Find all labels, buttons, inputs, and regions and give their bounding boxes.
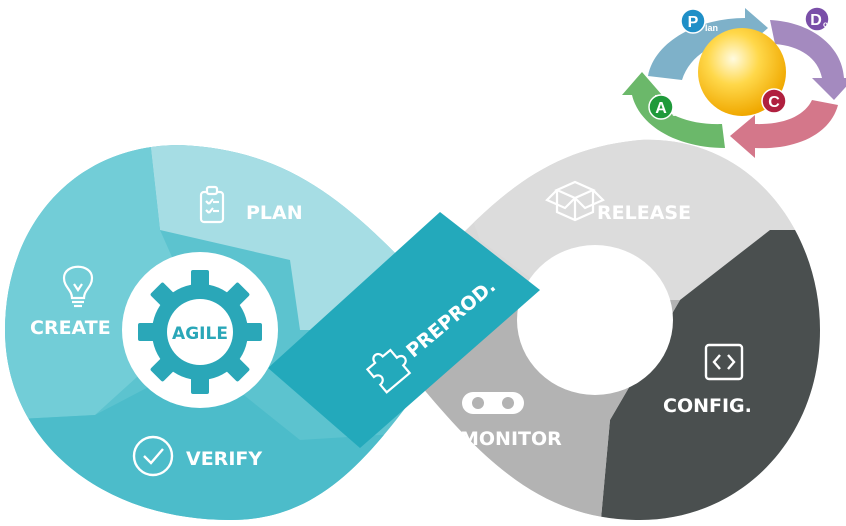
svg-text:lan: lan <box>705 23 718 33</box>
release-label: RELEASE <box>597 202 691 224</box>
agile-label: AGILE <box>172 324 228 344</box>
box-icon <box>545 180 605 222</box>
svg-text:C: C <box>768 94 780 111</box>
create-label: CREATE <box>30 317 111 339</box>
puzzle-icon <box>365 348 412 394</box>
plan-label: PLAN <box>246 202 303 224</box>
agile-badge[interactable]: AGILE <box>122 252 278 408</box>
config-label: CONFIG. <box>663 395 752 417</box>
pdca-do-badge: D o <box>804 6 830 32</box>
verify-label: VERIFY <box>186 448 262 470</box>
right-loop-hole <box>517 245 673 395</box>
release-segment[interactable] <box>440 130 840 300</box>
gear-icon <box>138 270 262 394</box>
pdca-check-badge: C heck <box>761 88 807 114</box>
binoculars-icon <box>462 392 524 414</box>
pdca-plan-arrow <box>648 8 768 80</box>
svg-text:P: P <box>688 14 699 31</box>
svg-text:D: D <box>810 12 822 29</box>
plan-stage[interactable]: PLAN <box>199 185 303 224</box>
preprod-band[interactable] <box>268 212 540 448</box>
svg-text:heck: heck <box>785 101 807 111</box>
pdca-cycle: P lan D o C heck A ct <box>622 6 846 158</box>
pdca-plan-badge: P lan <box>680 8 718 34</box>
pdca-do-arrow <box>770 20 846 100</box>
code-brackets-icon <box>704 343 744 381</box>
monitor-label: MONITOR <box>460 428 562 450</box>
clipboard-icon <box>199 185 225 224</box>
pdca-act-badge: A ct <box>648 94 679 120</box>
create-stage[interactable]: CREATE <box>30 265 111 339</box>
config-stage[interactable]: CONFIG. <box>663 343 752 417</box>
pdca-act-arrow <box>622 72 725 148</box>
lightbulb-icon <box>62 265 94 308</box>
monitor-stage[interactable]: MONITOR <box>460 392 562 450</box>
svg-text:o: o <box>823 20 828 29</box>
svg-text:ct: ct <box>672 109 679 118</box>
release-stage[interactable]: RELEASE <box>545 180 691 224</box>
verify-stage[interactable]: VERIFY <box>132 435 262 477</box>
check-circle-icon <box>132 435 174 477</box>
pdca-check-arrow <box>730 100 838 158</box>
svg-text:A: A <box>655 100 667 117</box>
